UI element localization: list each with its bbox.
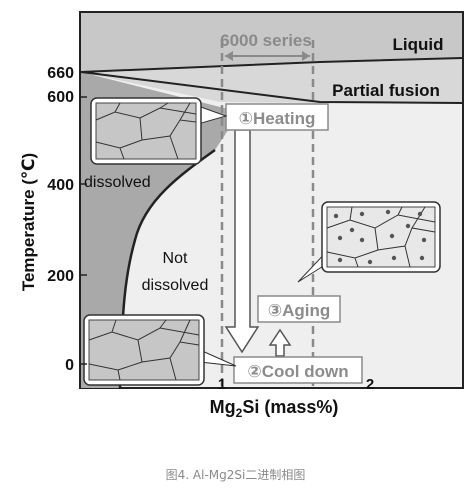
aging-label-box [257,295,341,323]
x-axis-title-rest: Si (mass%) [242,397,338,417]
liquidus-line [80,57,463,73]
y-axis-title: Temperature (℃) [19,153,38,291]
cooldown-arrow [224,129,260,354]
heating-label-box [225,103,329,131]
dissolved-label: dissolved [84,174,151,191]
liquid-label: Liquid [393,35,444,54]
cooldown-label-box [233,356,363,384]
not-dissolved-label-1: Not [163,250,188,267]
partial-fusion-label: Partial fusion [332,81,440,100]
y-tick-660: 660 [47,65,74,82]
microstructure-initial-callout [83,314,237,386]
cooldown-label: ②Cool down [247,362,348,381]
aging-arrow [268,328,292,357]
figure-caption: 图4. Al-Mg2Si二进制相图 [165,468,306,482]
y-tick-0: 0 [65,357,74,374]
x-tick-2: 2 [366,376,374,393]
microstructure-aged-callout [297,201,441,283]
partial-fusion-region [81,58,462,103]
y-tick-600: 600 [47,89,74,106]
y-tick-200: 200 [47,268,74,285]
series-label: 6000 series [220,31,312,50]
x-axis-title-main: Mg [210,397,236,417]
x-axis-title-subscript: 2 [236,406,243,420]
series-arrowhead-left [225,51,233,61]
solidus-line [80,71,463,104]
series-arrowhead-right [302,51,310,61]
microstructure-dissolved-callout [90,97,228,165]
x-tick-1: 1 [218,376,226,393]
x-axis-title: Mg2Si (mass%) [210,397,339,420]
y-tick-400: 400 [47,177,74,194]
aging-label: ③Aging [268,301,331,320]
liquid-region [81,13,462,72]
heating-label: ①Heating [239,109,316,128]
not-dissolved-label-2: dissolved [142,277,209,294]
